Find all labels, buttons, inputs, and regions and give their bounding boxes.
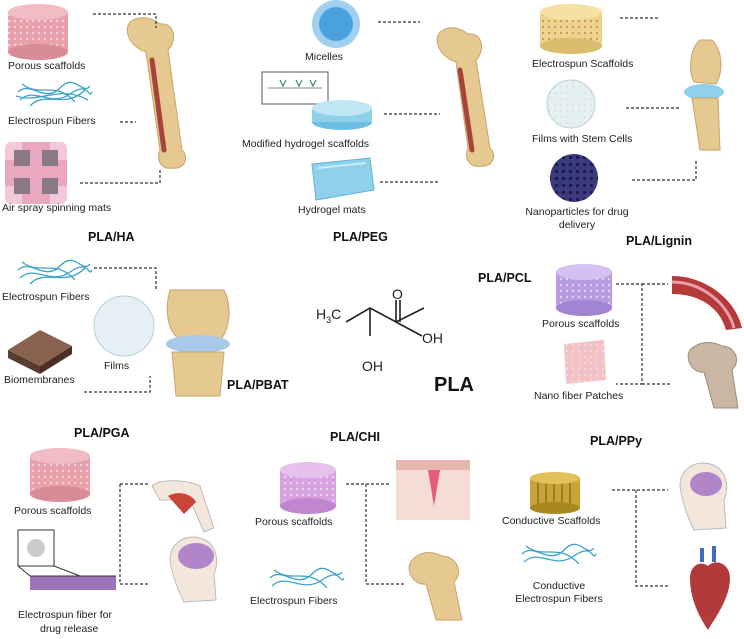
pga-item-electrospun-fiber-release: Electrospun fiber for [18,609,112,621]
pbat-biomembrane-icon [8,330,72,374]
peg-item-modified-hydrogel: Modified hydrogel scaffolds [242,138,370,150]
chi-item-porous-scaffolds: Porous scaffolds [255,516,333,528]
ha-item-porous-scaffolds: Porous scaffolds [8,60,86,72]
lignin-electrospun-scaffold-icon [540,4,602,54]
lignin-item-nanoparticles-line2: delivery [558,219,596,231]
pga-arm-muscle-icon [151,480,215,533]
pcl-nanofiber-patch-icon [564,340,606,384]
chi-item-electrospun-fibers: Electrospun Fibers [250,595,338,607]
lignin-connector [632,160,697,181]
ha-air-spray-mat-icon [5,142,67,204]
chi-group-title: PLA/CHI [330,430,380,444]
ppy-head-brain-icon [679,462,728,531]
chi-connector [365,484,404,585]
pcl-group-title: PLA/PCL [478,271,532,285]
pbat-connector [94,267,157,290]
pga-fiber-release-icon [17,529,116,590]
pcl-item-nanofiber-patches: Nano fiber Patches [534,390,624,402]
lignin-knee-joint-icon [684,39,724,151]
pbat-item-biomembranes: Biomembranes [4,374,75,386]
pga-item-porous-scaffolds: Porous scaffolds [14,505,92,517]
ppy-connector [635,490,668,587]
pla-ch3-label: H3C [316,306,342,325]
pbat-group-title: PLA/PBAT [227,378,289,392]
ppy-group-title: PLA/PPy [590,434,643,448]
peg-micelle-icon [312,0,360,48]
chi-electrospun-fibers-icon [269,567,345,589]
pga-porous-scaffold-icon [30,448,90,502]
lignin-item-films-stem-cells: Films with Stem Cells [532,133,633,145]
pcl-femur-bone-icon [687,342,739,409]
pbat-item-films: Films [104,360,130,372]
ha-femur-bone-icon [126,17,187,169]
pla-carbonyl-o-label: O [392,286,403,302]
lignin-item-electrospun-scaffolds: Electrospun Scaffolds [532,58,634,70]
pbat-connector [84,376,151,393]
pla-structure-icon [345,300,425,337]
ppy-conductive-scaffold-icon [530,472,580,514]
ppy-heart-icon [690,546,730,630]
pbat-item-electrospun-fibers: Electrospun Fibers [2,291,90,303]
ha-group-title: PLA/HA [88,230,135,244]
peg-femur-bone-icon [436,27,495,167]
lignin-item-nanoparticles: Nanoparticles for drug [525,206,629,218]
pga-item-electrospun-fiber-release-line2: drug release [40,623,99,635]
ppy-item-conductive-scaffolds: Conductive Scaffolds [502,515,601,527]
pga-group-title: PLA/PGA [74,426,130,440]
lignin-nanoparticle-icon [550,154,598,202]
pcl-item-porous-scaffolds: Porous scaffolds [542,318,620,330]
peg-modified-hydrogel-icon [261,71,372,130]
ppy-item-conductive-fibers: Conductive [532,580,586,592]
ppy-item-conductive-fibers-line2: Electrospun Fibers [515,593,603,605]
peg-group-title: PLA/PEG [333,230,388,244]
pbat-electrospun-fibers-icon [17,259,93,285]
chi-femur-bone-icon [408,552,463,621]
pbat-knee-joint-icon [166,289,230,397]
peg-hydrogel-mat-icon [311,157,375,201]
chi-porous-scaffold-icon [280,462,336,514]
lignin-film-icon [546,79,596,129]
pla-center-title: PLA [434,374,474,396]
pga-brain-head-icon [169,536,218,603]
ha-item-air-spray-mats: Air spray spinning mats [2,202,112,214]
lignin-group-title: PLA/Lignin [626,234,692,248]
pcl-connector [616,283,643,385]
pcl-artery-icon [671,276,742,330]
pla-acid-oh-label: OH [422,330,443,346]
ha-electrospun-fibers-icon [15,81,93,107]
pga-connector [119,484,148,585]
ha-item-electrospun-fibers: Electrospun Fibers [8,115,96,127]
pcl-porous-scaffold-icon [556,264,612,316]
ha-connector [80,168,161,184]
peg-item-micelles: Micelles [305,51,343,63]
ppy-electrospun-fibers-icon [521,543,597,565]
pla-alpha-oh-label: OH [362,358,383,374]
chi-skin-wound-icon [396,460,470,520]
pbat-film-icon [93,295,155,357]
ha-connector [93,13,157,28]
peg-item-hydrogel-mats: Hydrogel mats [298,204,366,216]
ha-porous-scaffold-icon [8,4,68,60]
